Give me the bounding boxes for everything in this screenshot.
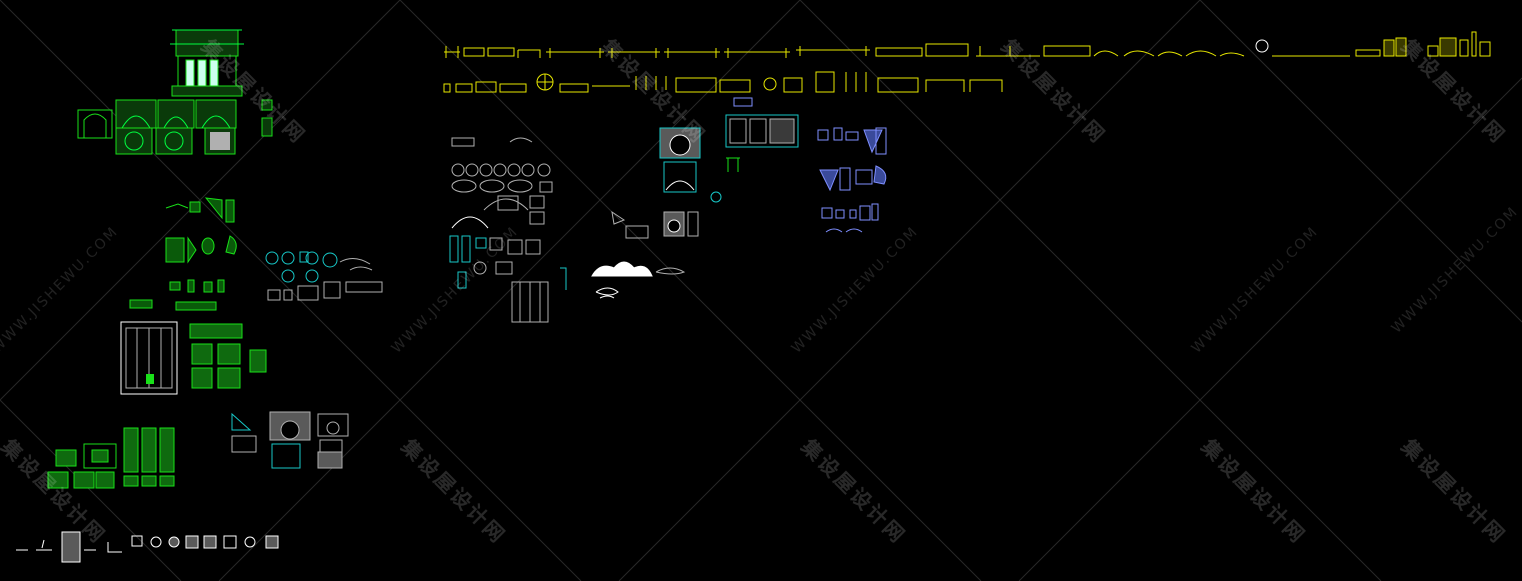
yellow-furniture-strip-row2[interactable] (443, 71, 1003, 93)
green-ornament-group[interactable] (129, 197, 237, 311)
blue-bracket-group[interactable] (817, 127, 887, 233)
moon-gate-group[interactable] (231, 411, 349, 469)
lattice-panel-group[interactable] (47, 427, 175, 489)
cyan-framed-panel[interactable] (725, 97, 799, 148)
symbol-legend-strip[interactable] (16, 531, 279, 563)
gate-elevation-block[interactable] (77, 29, 273, 155)
arch-doorway-group[interactable] (611, 127, 740, 239)
round-medallion-group[interactable] (265, 251, 383, 301)
white-door-panel[interactable] (120, 321, 178, 395)
yellow-furniture-strip[interactable] (444, 31, 1491, 58)
cloud-ornament-group[interactable] (591, 261, 686, 299)
carved-window-catalog[interactable] (449, 137, 567, 323)
green-tile-grid[interactable] (189, 323, 267, 389)
